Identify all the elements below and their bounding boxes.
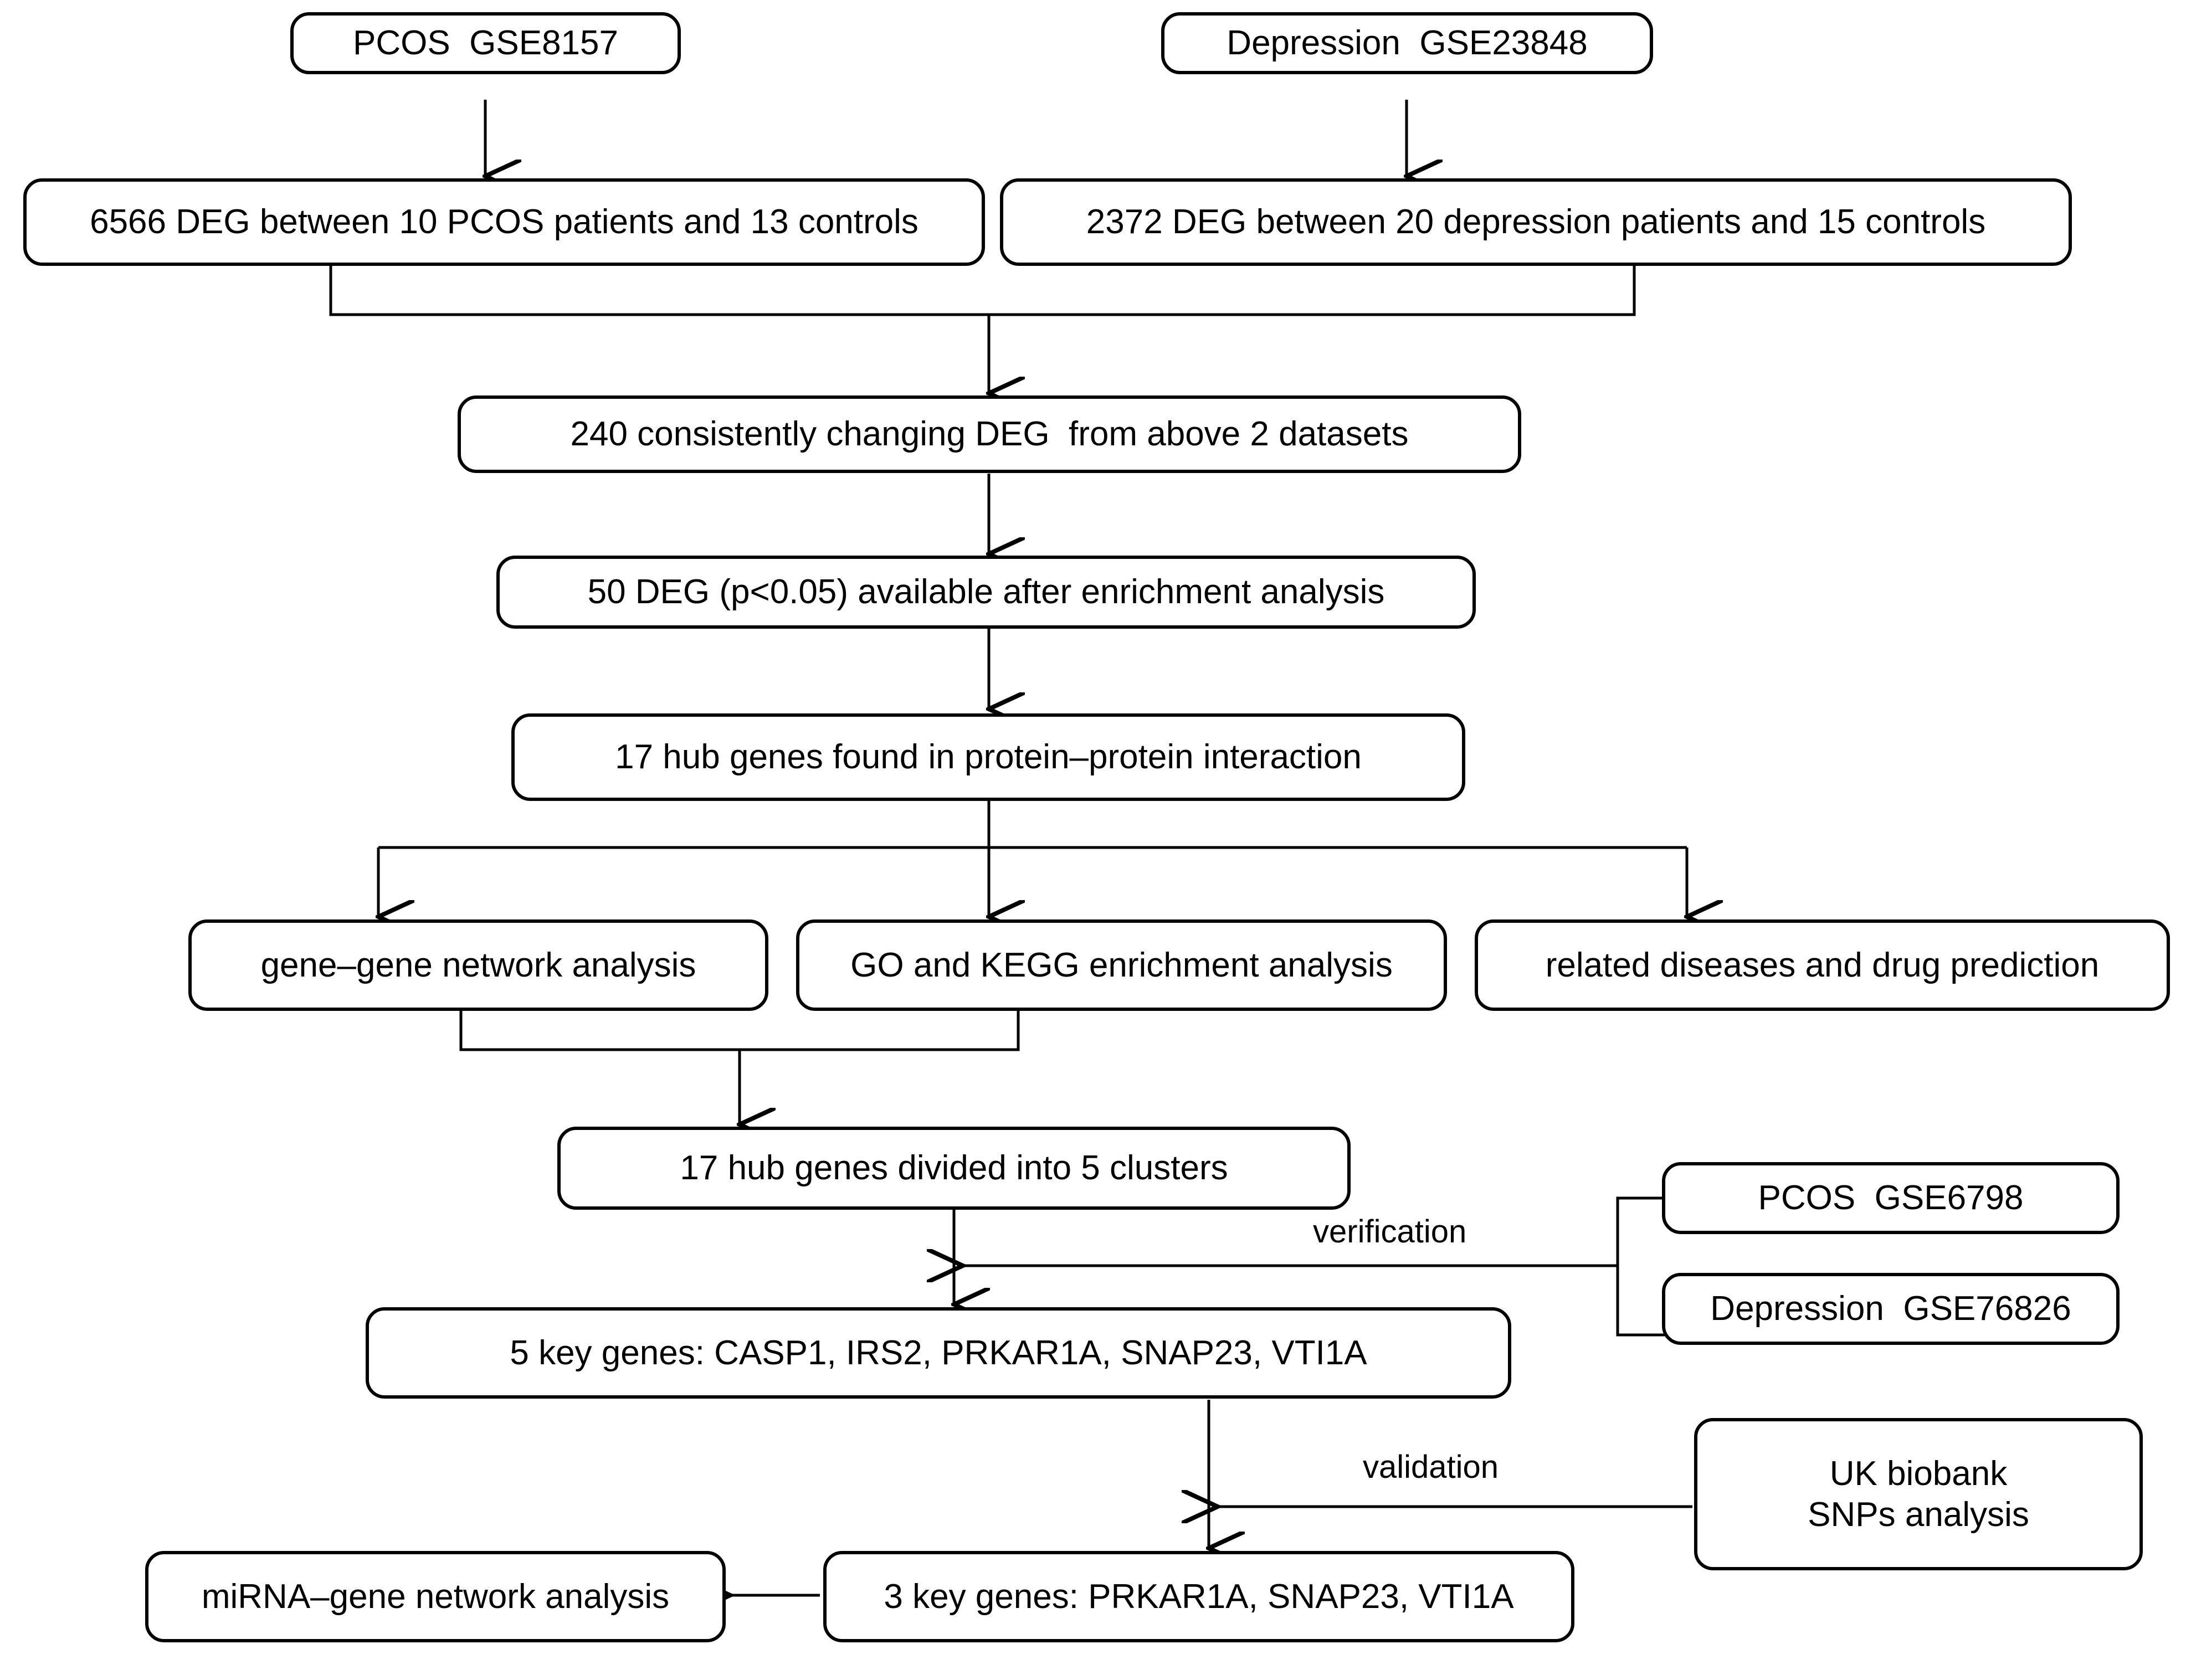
node-three-key-genes[interactable]: 3 key genes: PRKAR1A, SNAP23, VTI1A <box>823 1551 1574 1642</box>
edge-merge-degs <box>329 266 1636 316</box>
node-deg-enrichment[interactable]: 50 DEG (p<0.05) available after enrichme… <box>496 556 1476 629</box>
edge-label-verification: verification <box>1313 1214 1467 1250</box>
node-go-kegg[interactable]: GO and KEGG enrichment analysis <box>796 919 1447 1011</box>
node-mirna-network[interactable]: miRNA–gene network analysis <box>145 1551 726 1642</box>
node-deg-pcos[interactable]: 6566 DEG between 10 PCOS patients and 13… <box>23 178 985 266</box>
node-pcos-gse6798[interactable]: PCOS GSE6798 <box>1662 1162 2120 1234</box>
uk-biobank-line-1: UK biobank <box>1829 1455 2008 1493</box>
node-disease-drug[interactable]: related diseases and drug prediction <box>1475 919 2170 1011</box>
edge-merge-branches <box>459 1011 1020 1051</box>
node-depression-gse76826[interactable]: Depression GSE76826 <box>1662 1273 2120 1345</box>
node-depression-gse23848[interactable]: Depression GSE23848 <box>1161 12 1653 74</box>
node-deg-consistent[interactable]: 240 consistently changing DEG from above… <box>458 395 1521 473</box>
node-five-key-genes[interactable]: 5 key genes: CASP1, IRS2, PRKAR1A, SNAP2… <box>366 1307 1511 1399</box>
uk-biobank-line-2: SNPs analysis <box>1808 1495 2029 1534</box>
node-hub-genes-ppi[interactable]: 17 hub genes found in protein–protein in… <box>511 713 1465 801</box>
node-uk-biobank-snps[interactable]: UK biobank SNPs analysis <box>1694 1418 2143 1570</box>
node-hub-clusters[interactable]: 17 hub genes divided into 5 clusters <box>557 1127 1351 1210</box>
node-pcos-gse8157[interactable]: PCOS GSE8157 <box>290 12 681 74</box>
node-deg-depression[interactable]: 2372 DEG between 20 depression patients … <box>1000 178 2072 266</box>
node-gene-gene-network[interactable]: gene–gene network analysis <box>188 919 768 1011</box>
edge-label-validation: validation <box>1363 1449 1499 1485</box>
